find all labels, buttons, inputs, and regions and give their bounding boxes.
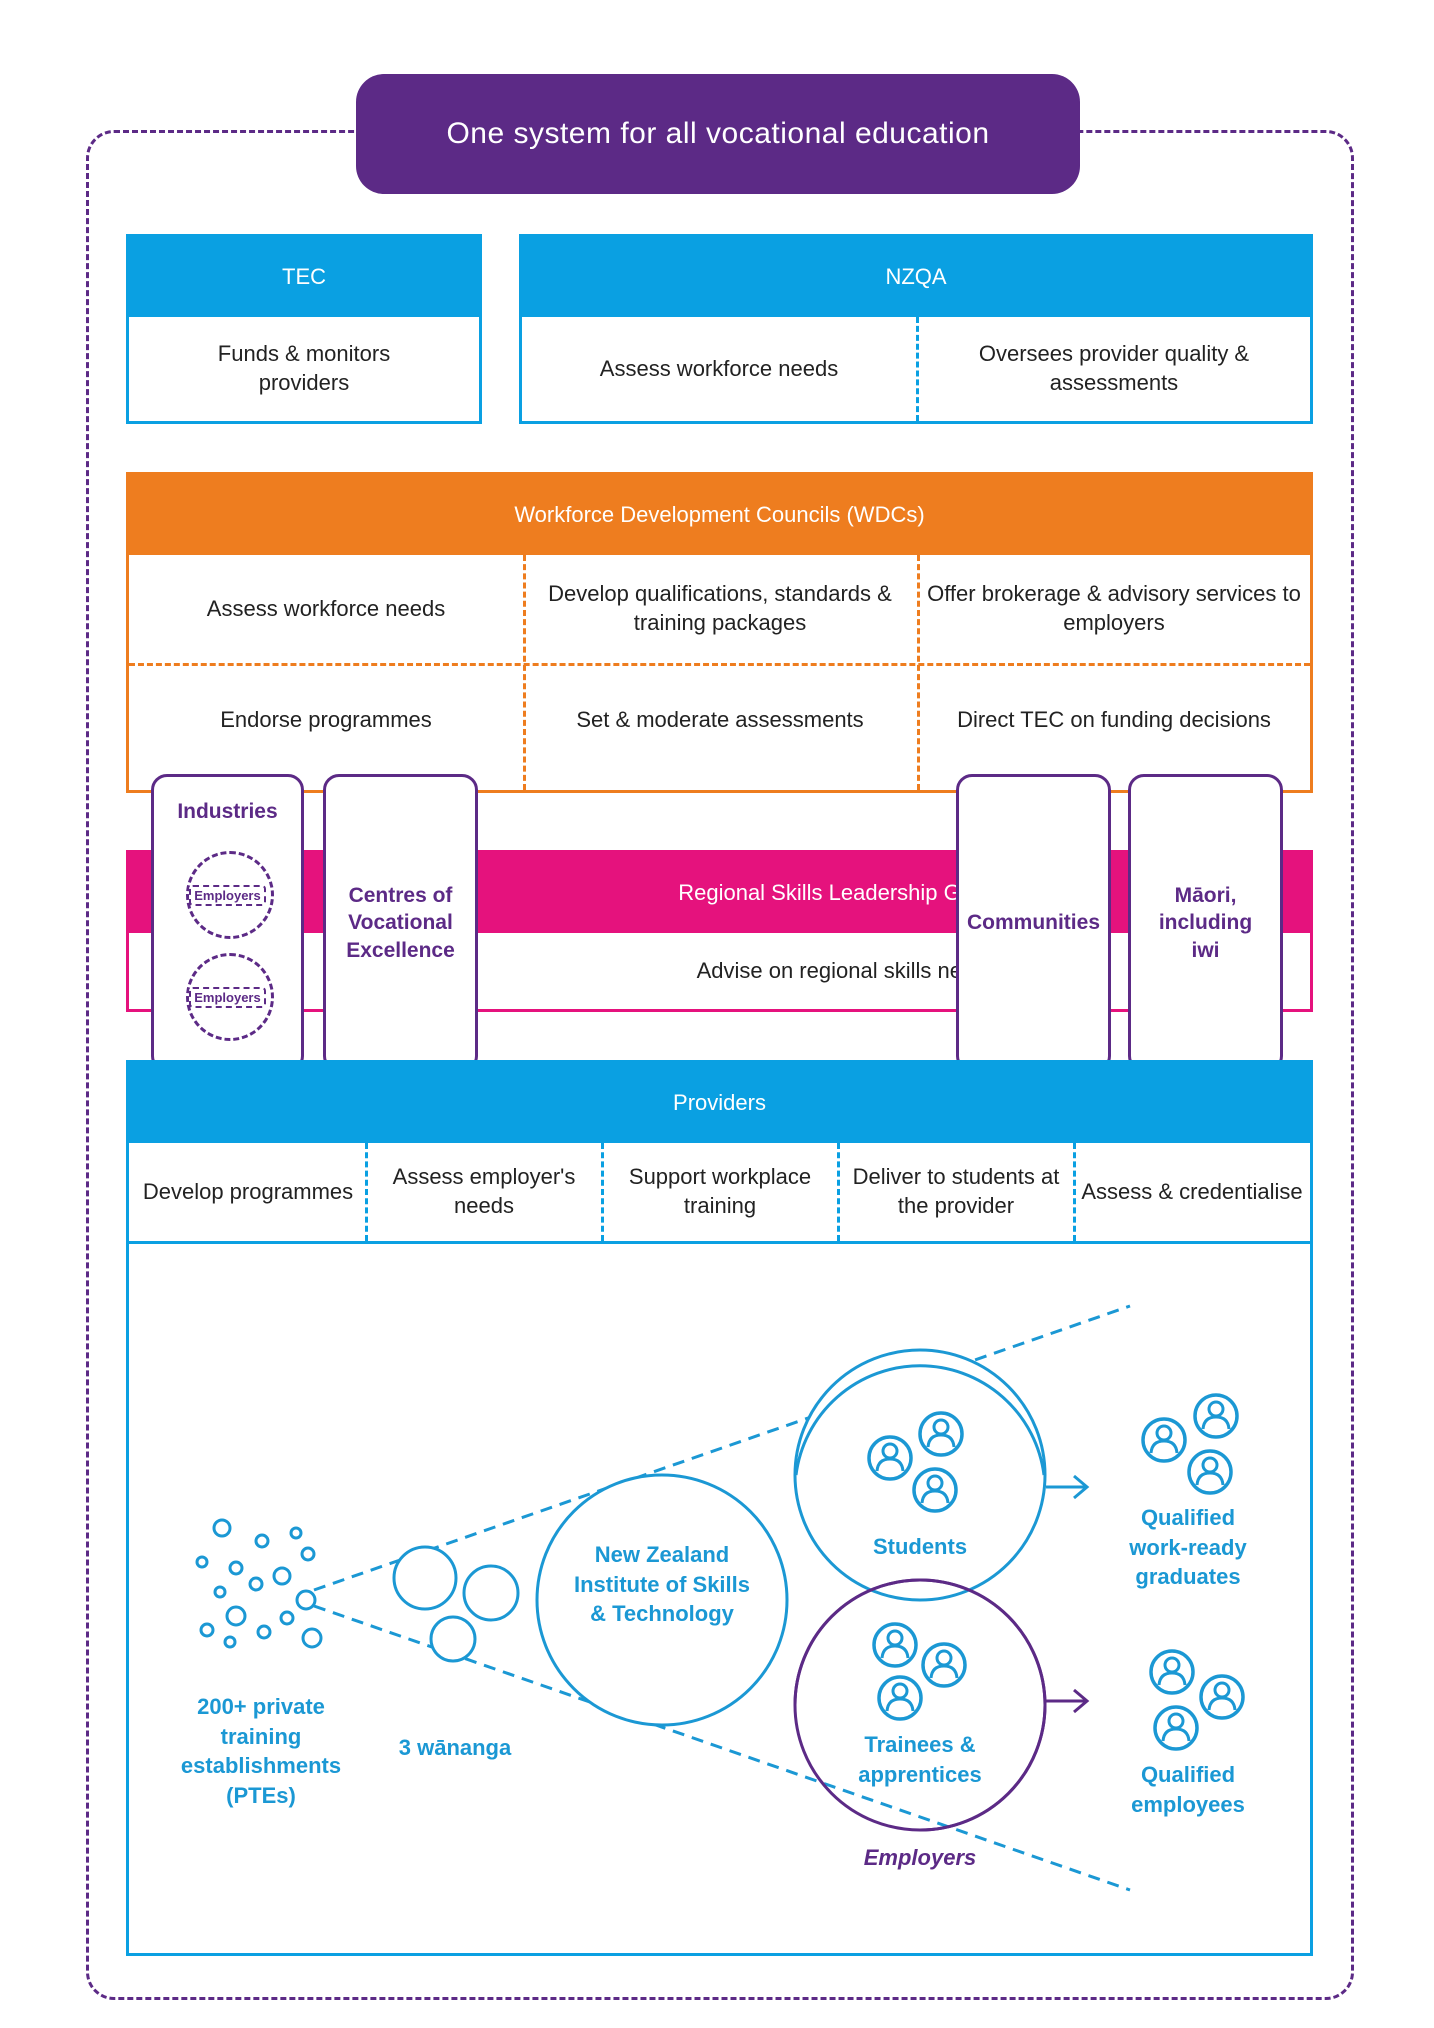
wdc-divider-v1 — [523, 555, 526, 790]
arrow-graduates — [1046, 1474, 1090, 1500]
nzqa-divider — [916, 317, 919, 421]
industries-label: Industries — [177, 800, 278, 824]
wdc-role-moderate: Set & moderate assessments — [576, 706, 864, 732]
tec-heading: TEC — [129, 237, 479, 317]
providers-role-assess-needs: Assess employer's needs — [392, 1164, 576, 1218]
providers-role-develop: Develop programmes — [142, 1178, 354, 1204]
nzqa-role-quality: Oversees provider quality & assessments — [978, 341, 1250, 395]
wdc-role-brokerage: Offer brokerage & advisory services to e… — [927, 581, 1301, 635]
maori-label: Māori, including iwi — [1158, 884, 1253, 962]
employers-tag-1: Employers — [189, 884, 266, 906]
ptes-label: 200+ private training establishments (PT… — [180, 1694, 342, 1809]
nzist-label: New Zealand Institute of Skills & Techno… — [573, 1542, 751, 1627]
trainees-people-icons — [872, 1622, 967, 1721]
wdc-divider-v2 — [917, 555, 920, 790]
wdc-role-develop: Develop qualifications, standards & trai… — [548, 581, 892, 635]
employees-people-icons — [1149, 1649, 1245, 1751]
employers-tag-wrap-2: Employers — [154, 983, 301, 1011]
students-label: Students — [872, 1534, 968, 1559]
providers-divider-v3 — [837, 1143, 840, 1241]
rslg-role: Advise on regional skills needs — [696, 957, 998, 983]
wdc-role-assess: Assess workforce needs — [206, 595, 446, 621]
maori-pillar: Māori, including iwi — [1128, 774, 1283, 1072]
providers-divider-h — [129, 1241, 1310, 1244]
arrow-employees — [1046, 1688, 1090, 1714]
tec-role: Funds & monitors providers — [217, 341, 391, 395]
graduates-people-icons — [1141, 1393, 1239, 1495]
wdc-role-endorse: Endorse programmes — [220, 706, 432, 732]
providers-divider-v4 — [1073, 1143, 1076, 1241]
providers-heading: Providers — [129, 1063, 1310, 1143]
providers-divider-v2 — [601, 1143, 604, 1241]
communities-label: Communities — [966, 911, 1100, 935]
employers-circle-1 — [186, 851, 274, 939]
wdc-divider-h — [129, 663, 1310, 666]
wananga-label: 3 wānanga — [398, 1735, 512, 1760]
nzqa-heading: NZQA — [522, 237, 1310, 317]
providers-role-deliver: Deliver to students at the provider — [852, 1164, 1060, 1218]
cove-pillar: Centres of Vocational Excellence — [323, 774, 478, 1072]
industries-pillar: Industries Employers Employers — [151, 774, 304, 1072]
nzist-circle — [535, 1473, 789, 1727]
tec-box: TEC Funds & monitors providers — [126, 234, 482, 424]
wdc-role-funding: Direct TEC on funding decisions — [957, 706, 1271, 732]
graduates-label: Qualified work-ready graduates — [1129, 1505, 1247, 1590]
page-title: One system for all vocational education — [356, 74, 1080, 194]
providers-divider-v1 — [365, 1143, 368, 1241]
wananga-circles — [392, 1545, 520, 1663]
providers-role-credentialise: Assess & credentialise — [1081, 1178, 1303, 1204]
pte-dots — [195, 1518, 323, 1649]
wdc-box: Workforce Development Councils (WDCs) As… — [126, 472, 1313, 793]
employers-tag-2: Employers — [189, 986, 266, 1008]
wdc-heading: Workforce Development Councils (WDCs) — [129, 475, 1310, 555]
cove-label: Centres of Vocational Excellence — [346, 884, 455, 962]
employees-label: Qualified employees — [1131, 1762, 1245, 1817]
employers-flow-label: Employers — [863, 1845, 977, 1870]
nzqa-box: NZQA Assess workforce needs Oversees pro… — [519, 234, 1313, 424]
nzqa-role-workforce: Assess workforce needs — [599, 355, 839, 381]
employers-circle-2 — [186, 953, 274, 1041]
trainees-label: Trainees & apprentices — [858, 1732, 982, 1787]
employers-tag-wrap-1: Employers — [154, 881, 301, 909]
providers-role-workplace: Support workplace training — [628, 1164, 812, 1218]
